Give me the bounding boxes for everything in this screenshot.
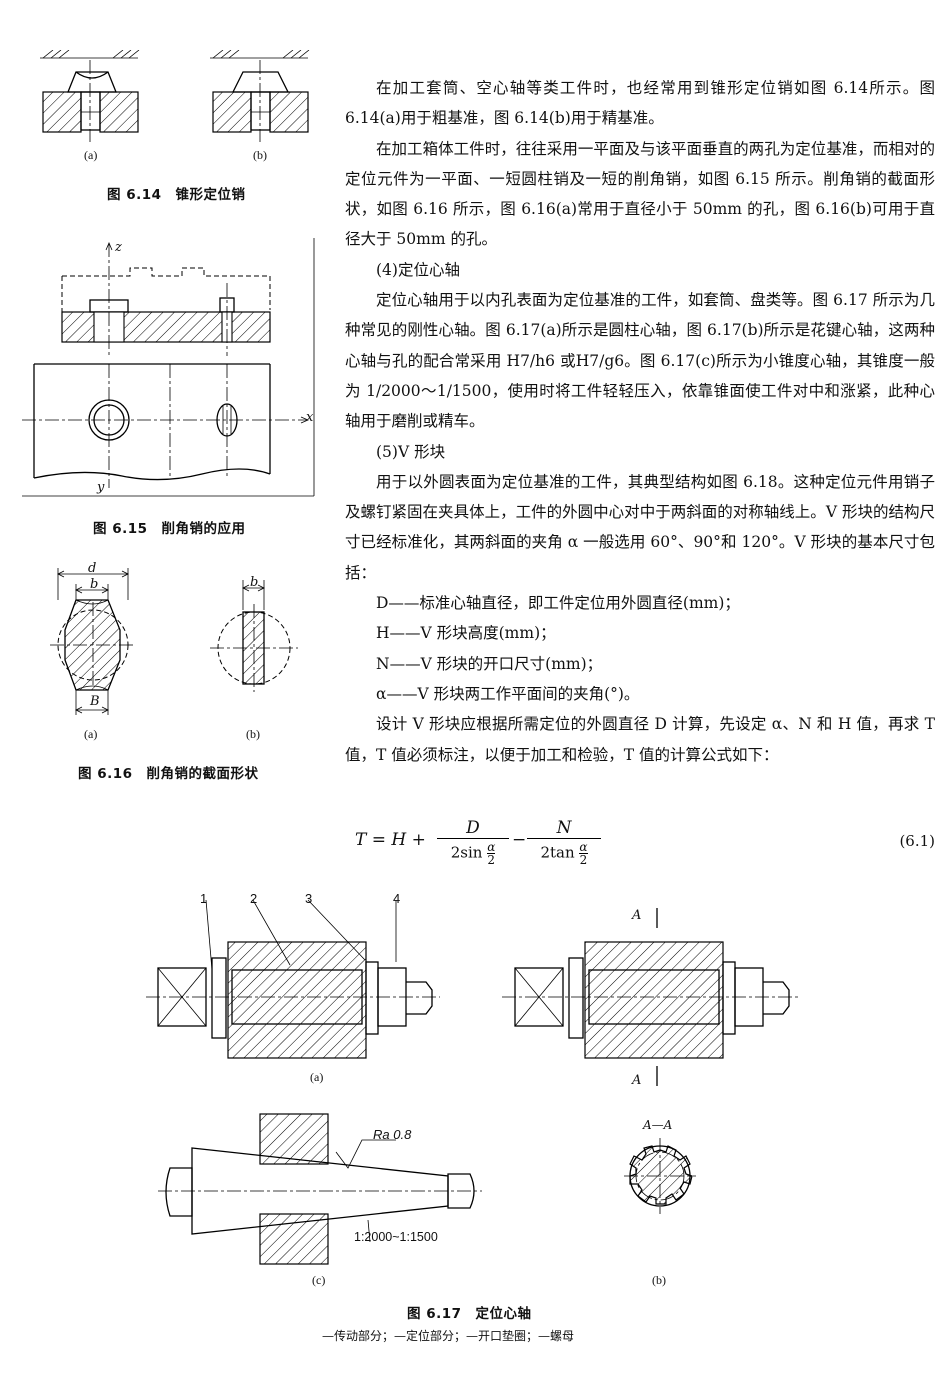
dim-B-label: B — [90, 694, 100, 709]
paragraph-box-parts: 在加工箱体工件时，往往采用一平面及与该平面垂直的两孔为定位基准，而相对的定位元件… — [345, 139, 935, 249]
eq-f2-two: 2 — [579, 853, 588, 867]
dim-b-label-a: b — [90, 577, 99, 592]
fig-6-14-sub-b: (b) — [253, 148, 267, 162]
paragraph-mandrel: 定位心轴用于以内孔表面为定位基准的工件，如套筒、盘类等。图 6.17 所示为几种… — [345, 291, 935, 431]
fig-6-16-caption: 图 6.16 削角销的截面形状 — [78, 766, 259, 782]
section-mark-top: A — [632, 908, 642, 923]
fig-6-14-sub-a: (a) — [84, 148, 98, 162]
paragraph-conical-pin: 在加工套筒、空心轴等类工件时，也经常用到锥形定位销如图 6.14所示。图 6.1… — [345, 79, 935, 128]
taper-ratio-label: 1:2000~1:1500 — [354, 1230, 438, 1244]
part-number-2: 2 — [250, 891, 258, 906]
fig-6-17-drawing — [146, 899, 798, 1265]
fig-6-16-drawing — [50, 568, 298, 715]
fig-6-17-sub-a: (a) — [310, 1070, 324, 1084]
section-mark-bottom: A — [632, 1073, 642, 1088]
axis-x-label: x — [306, 410, 314, 425]
paragraph-v-block: 用于以外圆表面为定位基准的工件，其典型结构如图 6.18。这种定位元件用销子及螺… — [345, 472, 935, 582]
eq-minus: − — [512, 830, 527, 850]
eq-f1-numerator: D — [466, 818, 480, 838]
fig-6-16-sub-b: (b) — [246, 727, 260, 741]
definition-alpha: α——V 形块两工作平面间的夹角(°)。 — [376, 684, 640, 703]
eq-f2-denominator: 2tan — [540, 843, 575, 862]
part-number-1: 1 — [200, 891, 208, 906]
part-number-4: 4 — [393, 891, 401, 906]
fig-6-17-sub-c: (c) — [312, 1273, 326, 1287]
eq-f2-alpha: α — [579, 840, 588, 854]
equation-number: (6.1) — [899, 832, 935, 850]
fig-6-17-sub-b: (b) — [652, 1273, 666, 1287]
eq-f2-numerator: N — [556, 818, 572, 838]
dim-d-label: d — [88, 561, 97, 576]
fig-6-14-caption: 图 6.14 锥形定位销 — [107, 187, 246, 203]
fig-6-15-drawing — [22, 238, 315, 497]
eq-f1-alpha: α — [487, 840, 496, 854]
definition-N: N——V 形块的开口尺寸(mm)； — [376, 654, 603, 673]
heading-mandrel: (4)定位心轴 — [376, 260, 460, 279]
fig-6-15-caption: 图 6.15 削角销的应用 — [93, 521, 246, 537]
eq-fraction-1: D 2sin α 2 — [437, 818, 509, 866]
part-number-3: 3 — [305, 891, 313, 906]
fig-6-16-sub-a: (a) — [84, 727, 98, 741]
eq-f1-denominator: 2sin — [450, 843, 483, 862]
eq-f1-two: 2 — [487, 853, 496, 867]
axis-y-label: y — [97, 480, 105, 495]
roughness-label: Ra 0.8 — [373, 1127, 412, 1142]
eq-fraction-2: N 2tan α 2 — [527, 818, 601, 866]
body-text: 在加工套筒、空心轴等类工件时，也经常用到锥形定位销如图 6.14所示。图 6.1… — [345, 73, 935, 770]
equation-6-1: T = H + D 2sin α 2 − N 2tan α 2 (6.1) — [355, 818, 935, 888]
heading-v-block: (5)V 形块 — [376, 442, 446, 461]
definition-D: D——标准心轴直径，即工件定位用外圆直径(mm)； — [376, 594, 740, 613]
eq-lhs: T = H + — [355, 830, 426, 850]
definition-H: H——V 形块高度(mm)； — [376, 624, 556, 643]
fig-6-14-drawing — [40, 50, 310, 142]
fig-6-17-caption: 图 6.17 定位心轴 — [407, 1306, 532, 1322]
axis-z-label: z — [115, 240, 122, 255]
section-aa-label: A—A — [643, 1118, 673, 1132]
dim-b-label-b: b — [250, 575, 259, 590]
fig-6-17-legend: —传动部分；—定位部分；—开口垫圈；—螺母 — [322, 1329, 575, 1343]
paragraph-formula-intro: 设计 V 形块应根据所需定位的外圆直径 D 计算，先设定 α、N 和 H 值，再… — [345, 715, 935, 764]
